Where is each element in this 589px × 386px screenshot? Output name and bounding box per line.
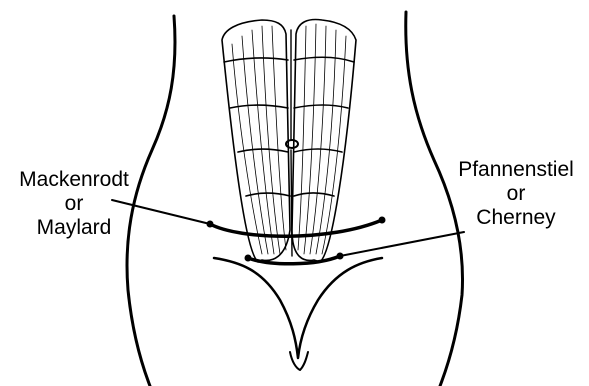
label-line: or — [446, 182, 586, 206]
label-line: Cherney — [446, 206, 586, 230]
linea-alba — [291, 30, 292, 256]
label-line: Mackenrodt — [6, 168, 142, 192]
incision-endpoint — [245, 255, 252, 262]
rectus-muscle-right — [292, 20, 356, 262]
label-pfannenstiel-cherney: Pfannenstiel or Cherney — [446, 158, 586, 230]
incision-mackenrodt-maylard — [210, 220, 382, 236]
leader-line-right — [340, 232, 464, 256]
incision-endpoint — [207, 221, 214, 228]
label-line: or — [6, 192, 142, 216]
rectus-muscle-left — [222, 20, 290, 262]
incision-endpoint — [337, 253, 344, 260]
groin-outline — [214, 258, 382, 358]
label-line: Maylard — [6, 216, 142, 240]
label-line: Pfannenstiel — [446, 158, 586, 182]
incision-endpoint — [379, 217, 386, 224]
incision-pfannenstiel-cherney — [248, 256, 340, 264]
label-mackenrodt-maylard: Mackenrodt or Maylard — [6, 168, 142, 240]
